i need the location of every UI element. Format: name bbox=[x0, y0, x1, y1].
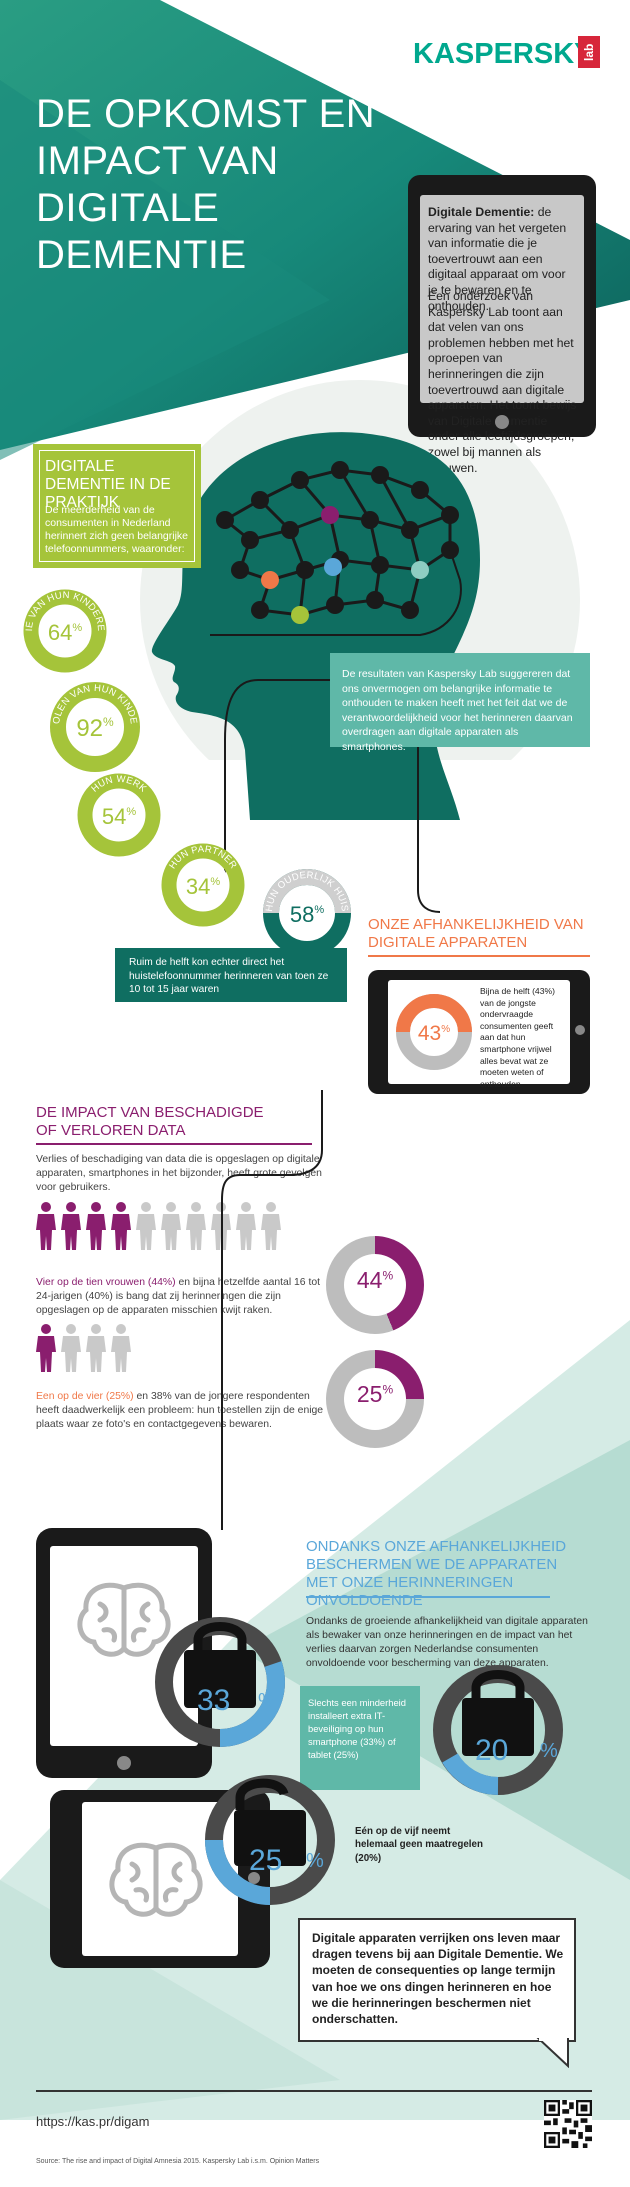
person-icon bbox=[36, 1324, 56, 1372]
minority-box: Slechts een minderheid installeert extra… bbox=[300, 1686, 420, 1790]
stat-value: 34% bbox=[186, 874, 220, 899]
person-icon bbox=[136, 1202, 156, 1250]
dependence-phone: 43% Bijna de helft (43%) van de jongste … bbox=[368, 970, 590, 1094]
page-title-line-4: DEMENTIE bbox=[36, 233, 247, 277]
person-icon bbox=[261, 1202, 281, 1250]
conclusion-text: Digitale apparaten verrijken ons leven m… bbox=[312, 1931, 564, 2027]
childhood-box: Ruim de helft kon echter direct het huis… bbox=[115, 948, 347, 1002]
person-icon bbox=[61, 1202, 81, 1250]
home-button-icon bbox=[248, 1872, 260, 1884]
lock-3-unit: % bbox=[306, 1850, 324, 1872]
definition-body: de ervaring van het vergeten van informa… bbox=[428, 205, 567, 313]
impact-heading-rule bbox=[36, 1143, 312, 1145]
person-icon bbox=[161, 1202, 181, 1250]
person-icon bbox=[111, 1324, 131, 1372]
stat-value: 64% bbox=[48, 620, 82, 645]
lock-3-value: 25 bbox=[249, 1844, 283, 1877]
childhood-text: Ruim de helft kon echter direct het huis… bbox=[129, 957, 329, 996]
footer-url-link[interactable]: https://kas.pr/digam bbox=[36, 2114, 150, 2129]
home-button-icon bbox=[495, 415, 509, 429]
women-rest: en bijna hetzelfde aantal 16 tot 24-jari… bbox=[36, 1277, 321, 1316]
qr-code-icon[interactable] bbox=[544, 2100, 592, 2148]
footer-rule bbox=[36, 2090, 592, 2092]
practice-heading: DIGITALE DEMENTIE IN DE PRAKTIJK bbox=[45, 458, 171, 511]
person-icon bbox=[61, 1324, 81, 1372]
lock-1-unit: % bbox=[258, 1690, 276, 1712]
kaspersky-logo: KASPERSKY bbox=[413, 38, 594, 70]
quarter-rest: en 38% van de jongere respondenten heeft… bbox=[36, 1391, 324, 1430]
connector-lines-lower bbox=[221, 1090, 323, 1530]
lock-ring-2 bbox=[433, 1665, 563, 1795]
impact-intro: Verlies of beschadiging van data die is … bbox=[36, 1154, 322, 1193]
protection-heading-rule bbox=[306, 1596, 550, 1598]
person-icon bbox=[86, 1202, 106, 1250]
page-title-line-3: DIGITALE bbox=[36, 186, 220, 230]
protection-text: Ondanks de groeiende afhankelijkheid van… bbox=[306, 1616, 588, 1669]
women-ring: 44% bbox=[326, 1236, 424, 1334]
definition-phone: Digitale Dementie: de ervaring van het v… bbox=[408, 175, 596, 475]
lock-1-value: 33 bbox=[197, 1684, 231, 1717]
definition-text: Digitale Dementie: de ervaring van het v… bbox=[428, 205, 578, 314]
connector-lines bbox=[224, 679, 441, 913]
definition-phone-screen: Digitale Dementie: de ervaring van het v… bbox=[420, 195, 584, 475]
conclusion-bubble: Digitale apparaten verrijken ons leven m… bbox=[298, 1918, 576, 2042]
person-icon bbox=[36, 1202, 56, 1250]
quarter-value: 25% bbox=[356, 1381, 394, 1407]
definition-term: Digitale Dementie: bbox=[428, 205, 535, 219]
minority-text: Slechts een minderheid installeert extra… bbox=[308, 1697, 406, 1760]
lock-2-value: 20 bbox=[475, 1734, 509, 1767]
women-highlight: Vier op de tien vrouwen (44%) bbox=[36, 1277, 176, 1288]
home-button-icon bbox=[575, 1025, 585, 1035]
quarter-ring: 25% bbox=[326, 1350, 424, 1448]
women-text: Vier op de tien vrouwen (44%) en bijna h… bbox=[36, 1276, 326, 1318]
person-icon bbox=[236, 1202, 256, 1250]
results-box: De resultaten van Kaspersky Lab suggerer… bbox=[330, 653, 590, 753]
stat-value: 58% bbox=[290, 902, 324, 927]
stat-value: 54% bbox=[102, 804, 136, 829]
women-value: 44% bbox=[356, 1267, 394, 1293]
footer-source: Source: The rise and impact of Digital A… bbox=[36, 2158, 320, 2165]
kaspersky-lab-badge: lab bbox=[578, 36, 600, 68]
none-text: Eén op de vijf neemt helemaal geen maatr… bbox=[355, 1826, 483, 1864]
person-icon bbox=[111, 1202, 131, 1250]
page-title-line-2: IMPACT VAN bbox=[36, 139, 279, 183]
quarter-highlight: Een op de vier (25%) bbox=[36, 1391, 134, 1402]
impact-heading: DE IMPACT VAN BESCHADIGDE OF VERLOREN DA… bbox=[36, 1104, 264, 1139]
svg-text:43%: 43% bbox=[418, 1022, 450, 1045]
practice-text: De meerderheid van de consumenten in Ned… bbox=[45, 504, 189, 555]
bubble-tail bbox=[536, 2038, 569, 2068]
results-text: De resultaten van Kaspersky Lab suggerer… bbox=[342, 668, 573, 753]
stat-value: 92% bbox=[76, 715, 114, 742]
person-icon bbox=[186, 1202, 206, 1250]
lock-2-unit: % bbox=[540, 1740, 558, 1762]
page-title-line-1: DE OPKOMST EN bbox=[36, 92, 376, 136]
lock-ring-1 bbox=[155, 1617, 285, 1747]
dependence-ring: 43% bbox=[396, 994, 472, 1070]
brain-icon bbox=[77, 1582, 171, 1657]
brain-icon bbox=[109, 1842, 203, 1917]
person-icon bbox=[86, 1324, 106, 1372]
dependence-heading: ONZE AFHANKELIJKHEID VAN DIGITALE APPARA… bbox=[368, 916, 584, 951]
quarter-text: Een op de vier (25%) en 38% van de jonge… bbox=[36, 1390, 326, 1432]
practice-box: DIGITALE DEMENTIE IN DE PRAKTIJK De meer… bbox=[33, 444, 201, 568]
practice-box-border bbox=[39, 450, 195, 562]
brain-nodes bbox=[216, 461, 459, 624]
dependence-heading-rule bbox=[368, 955, 590, 957]
connector-line bbox=[210, 549, 462, 636]
dependence-phone-screen: 43% Bijna de helft (43%) van de jongste … bbox=[388, 980, 570, 1089]
dependence-text: Bijna de helft (43%) van de jongste onde… bbox=[480, 986, 555, 1089]
lock-ring-3 bbox=[205, 1775, 335, 1905]
protection-heading: ONDANKS ONZE AFHANKELIJKHEID BESCHERMEN … bbox=[306, 1538, 567, 1609]
home-button-icon bbox=[117, 1756, 131, 1770]
